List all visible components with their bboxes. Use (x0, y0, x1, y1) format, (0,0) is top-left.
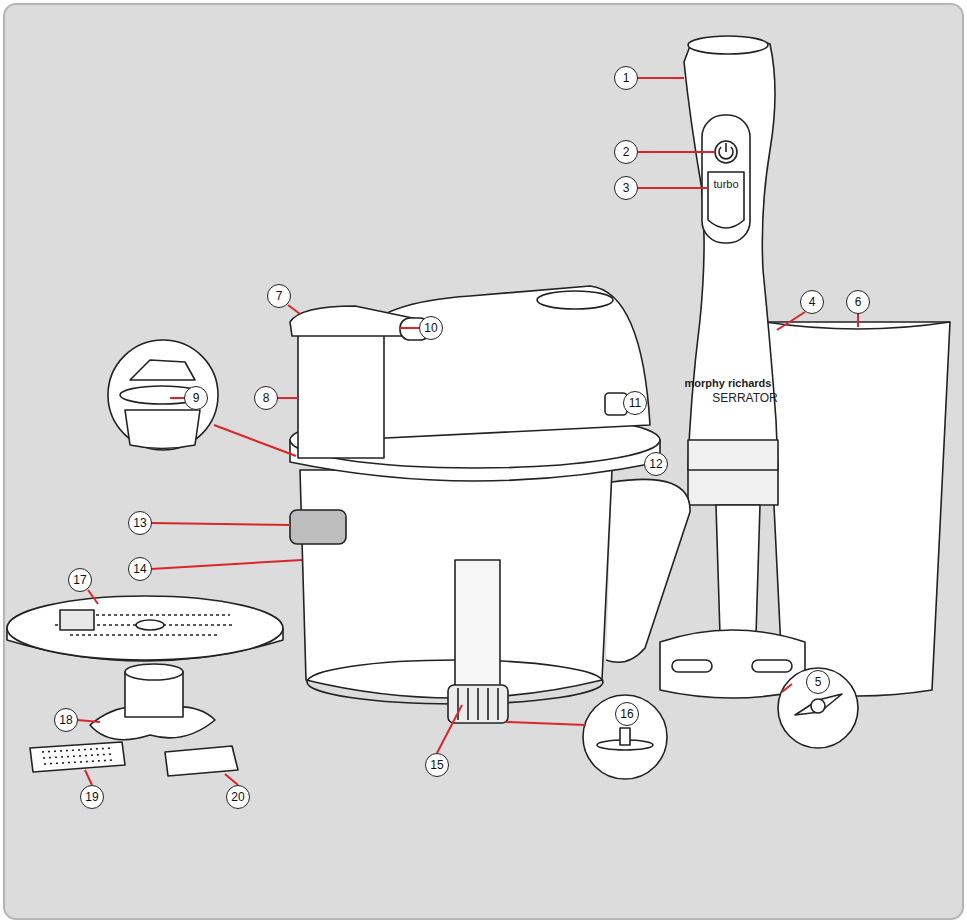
callout-number: 1 (614, 66, 638, 90)
product-text: turbo (713, 178, 738, 190)
ring-ridges (458, 688, 498, 720)
leader-line (637, 187, 708, 189)
power-button (715, 141, 737, 163)
spindle (620, 728, 630, 745)
callout-number: 20 (226, 785, 250, 809)
blender-handle (684, 37, 778, 470)
blender-shaft (716, 505, 760, 635)
bowl (300, 470, 612, 698)
grater-insert (30, 742, 125, 772)
callout-number: 11 (623, 391, 647, 415)
callout-number: 15 (425, 753, 449, 777)
blade (795, 694, 842, 715)
collar (688, 440, 778, 505)
callout-number: 14 (128, 557, 152, 581)
power-symbol (719, 143, 733, 159)
leader-line (214, 425, 296, 456)
product-text: SERRATOR (712, 391, 778, 405)
callout-number: 8 (254, 386, 278, 410)
leader-line (88, 590, 98, 604)
callout-number: 3 (614, 176, 638, 200)
leader-line (151, 523, 290, 525)
leader-line (777, 312, 805, 330)
bowl-shaft (455, 560, 500, 695)
turbo-button (708, 172, 744, 228)
disc-hub (136, 620, 164, 630)
foot-slot (672, 660, 712, 672)
callout-number: 4 (800, 290, 824, 314)
mini-bowl (125, 410, 200, 449)
hub-top (125, 664, 183, 680)
motor-housing (345, 286, 650, 440)
leader-line (637, 151, 715, 153)
callout-number: 10 (419, 316, 443, 340)
leader-line (277, 397, 298, 399)
handle-cap (688, 36, 768, 54)
foot-slot (752, 660, 792, 672)
callout-number: 9 (184, 386, 208, 410)
leader-line (857, 313, 859, 327)
shaft-ring (448, 685, 508, 723)
product-text: morphy richards (685, 377, 772, 389)
grating-disc (7, 596, 283, 660)
bowl-handle (606, 479, 690, 662)
leader-line (151, 560, 302, 569)
leader-line (437, 705, 462, 753)
blade-hub (811, 699, 825, 713)
latch (290, 510, 346, 544)
leader-line (637, 77, 684, 79)
callout-number: 5 (806, 670, 830, 694)
panel (4, 4, 963, 919)
leader-line (782, 684, 792, 692)
leader-line (400, 327, 420, 329)
callout-number: 12 (644, 452, 668, 476)
inset-circle (108, 340, 218, 450)
callout-number: 18 (54, 708, 78, 732)
leader-line (225, 774, 238, 785)
leader-line (77, 720, 100, 722)
callout-number: 2 (614, 140, 638, 164)
leader-lines (77, 78, 858, 785)
slicer-insert (165, 746, 238, 776)
leader-line (170, 397, 185, 399)
callout-number: 16 (615, 702, 639, 726)
leader-line (85, 770, 92, 785)
callout-number: 6 (846, 290, 870, 314)
insert-holes (42, 748, 114, 764)
callout-number: 13 (128, 511, 152, 535)
housing-socket (537, 291, 613, 309)
feed-tube (298, 318, 384, 458)
inset-circle (778, 668, 858, 748)
callout-number: 7 (267, 284, 291, 308)
inset-circle (583, 695, 667, 779)
drawing (7, 36, 950, 779)
leader-line (288, 305, 300, 314)
disc-slot (60, 610, 94, 630)
collar-seam (688, 469, 778, 471)
callout-number: 19 (80, 785, 104, 809)
mini-top (130, 360, 195, 380)
callout-number: 17 (68, 568, 92, 592)
leader-line (505, 722, 586, 725)
button-panel (702, 115, 750, 243)
